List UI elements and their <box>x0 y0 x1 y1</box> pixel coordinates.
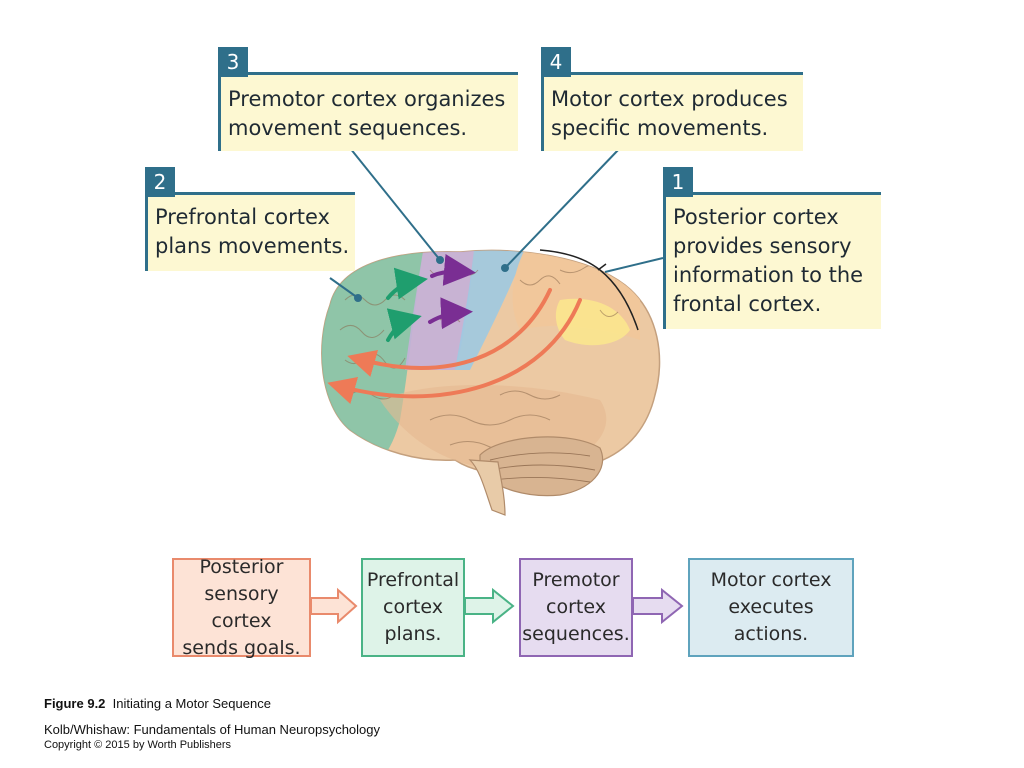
posterior-bracket <box>539 249 639 331</box>
cerebellum <box>479 436 604 497</box>
callout-number: 3 <box>218 47 248 77</box>
flow-arrow-2 <box>464 587 515 625</box>
copyright-line: Copyright © 2015 by Worth Publishers <box>44 739 232 751</box>
source-line: Kolb/Whishaw: Fundamentals of Human Neur… <box>44 722 381 737</box>
callout-text: Premotor cortex organizes movement seque… <box>228 87 506 140</box>
flow-chain-arrows <box>310 587 684 625</box>
brain-flow-arrows <box>327 253 582 404</box>
brainstem <box>468 459 506 516</box>
callout-number: 4 <box>541 47 571 77</box>
callout-number: 1 <box>663 167 693 197</box>
figure-title: Initiating a Motor Sequence <box>112 696 271 711</box>
flow-box-prefrontal: Prefrontal cortex plans. <box>361 558 465 657</box>
brain-illustration <box>321 249 661 516</box>
connector-dots <box>354 256 509 302</box>
flow-arrow-3 <box>632 587 684 625</box>
callout-connectors <box>329 147 664 299</box>
figure-caption: Figure 9.2 Initiating a Motor Sequence <box>44 696 271 711</box>
callout-text: Prefrontal cortex plans movements. <box>155 205 350 258</box>
flow-box-premotor: Premotor cortex sequences. <box>519 558 633 657</box>
callout-prefrontal: 2 Prefrontal cortex plans movements. <box>145 167 355 271</box>
callout-text: Motor cortex produces specific movements… <box>551 87 788 140</box>
callout-text: Posterior cortex provides sensory inform… <box>673 205 864 316</box>
callout-premotor: 3 Premotor cortex organizes movement seq… <box>218 47 518 151</box>
callout-number: 2 <box>145 167 175 197</box>
flow-box-motor: Motor cortex executes actions. <box>688 558 854 657</box>
flow-arrow-1 <box>310 587 358 625</box>
figure-label: Figure 9.2 <box>44 696 106 711</box>
flow-box-posterior: Posterior sensory cortex sends goals. <box>172 556 311 659</box>
callout-posterior: 1 Posterior cortex provides sensory info… <box>663 167 881 329</box>
callout-motor: 4 Motor cortex produces specific movemen… <box>541 47 803 151</box>
